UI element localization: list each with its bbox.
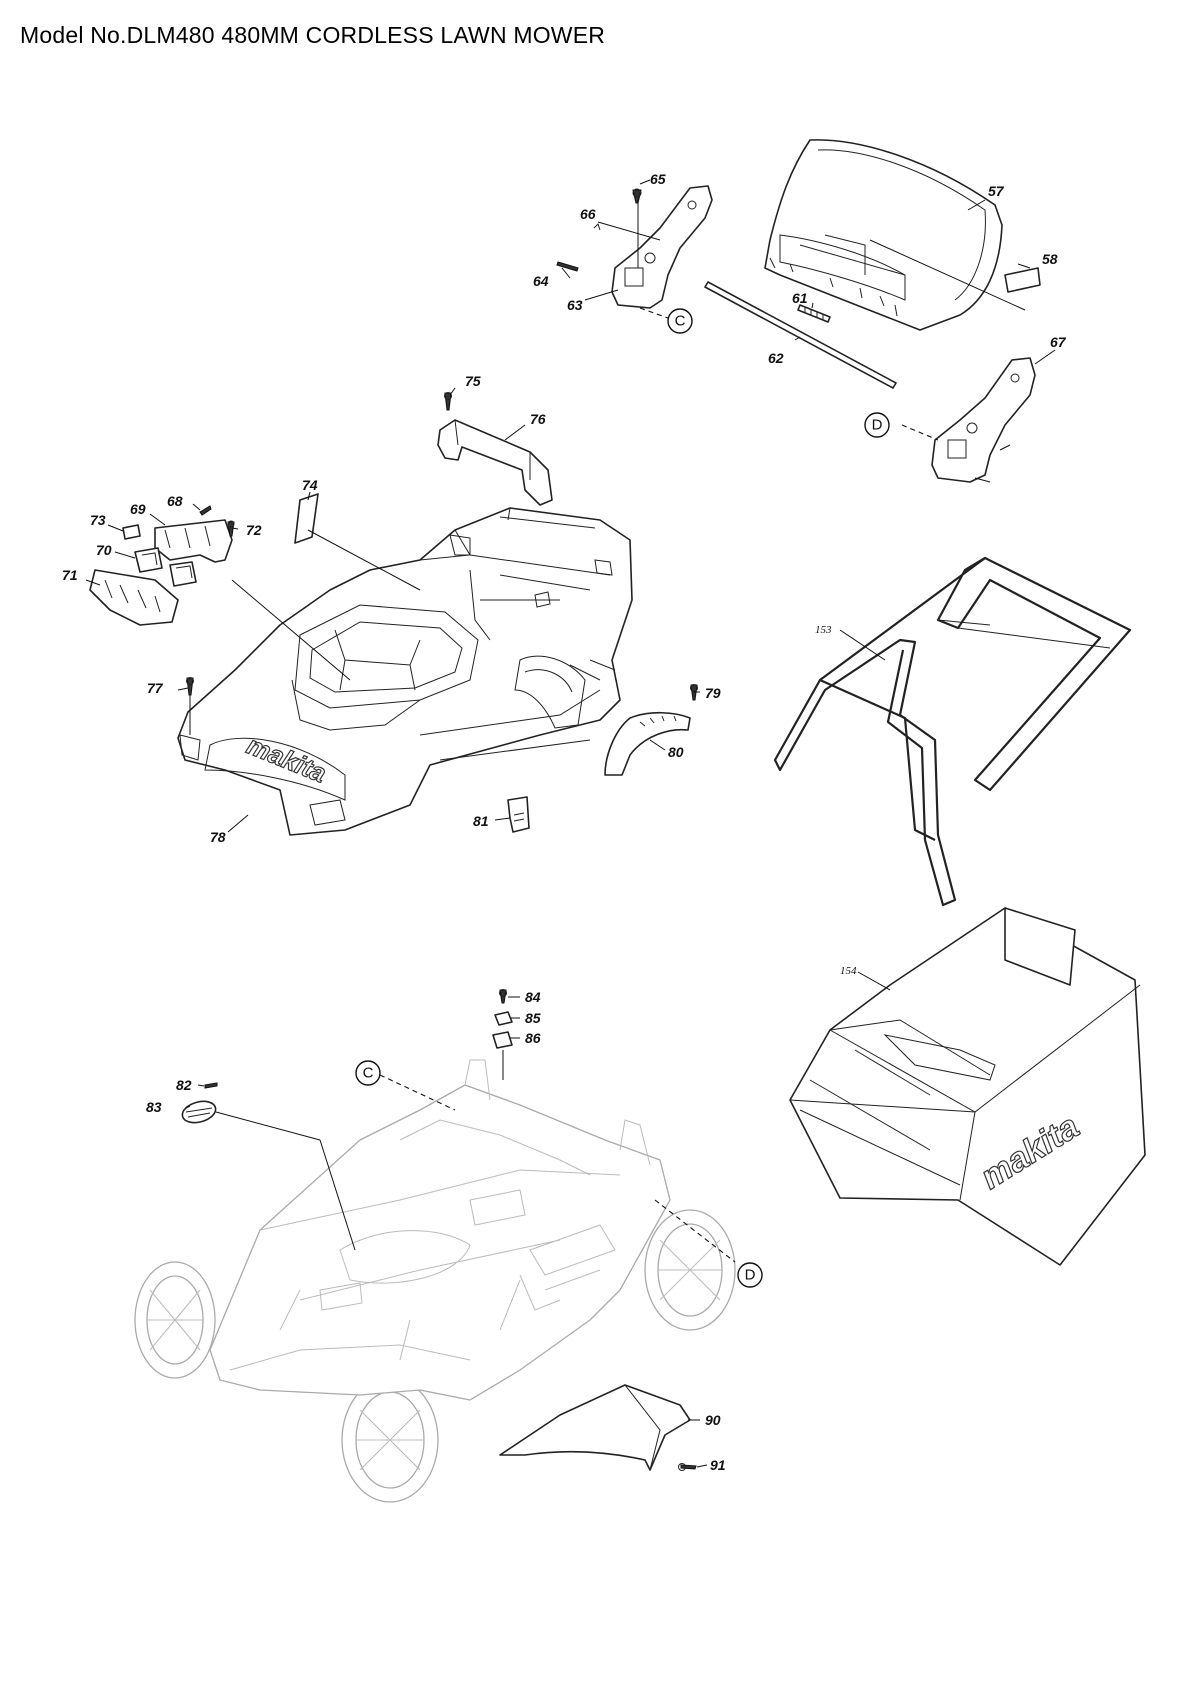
mower-deck-housing (134, 1059, 736, 1503)
label-86: 86 (525, 1030, 541, 1046)
part-73-cap (122, 524, 141, 540)
part-76-handle (437, 419, 553, 506)
part-63-left-bracket (611, 185, 713, 309)
label-61: 61 (792, 290, 808, 306)
part-62-shaft (704, 281, 897, 389)
label-75: 75 (465, 373, 481, 389)
svg-text:D: D (745, 1267, 756, 1284)
label-77: 77 (147, 680, 164, 696)
label-66: 66 (580, 206, 596, 222)
label-153: 153 (815, 624, 832, 636)
part-84-screw (499, 989, 507, 1004)
label-69: 69 (130, 501, 146, 517)
label-65: 65 (650, 171, 666, 187)
label-83: 83 (146, 1099, 162, 1115)
label-71: 71 (62, 567, 78, 583)
label-78: 78 (210, 829, 226, 845)
part-69-switch-case (154, 519, 233, 563)
label-82: 82 (176, 1077, 192, 1093)
part-68-screw (199, 505, 212, 516)
label-73: 73 (90, 512, 106, 528)
label-62: 62 (768, 350, 784, 366)
label-79: 79 (705, 685, 721, 701)
part-72-screw (227, 520, 235, 537)
svg-text:C: C (363, 1065, 374, 1082)
part-58-label (1004, 267, 1041, 293)
label-58: 58 (1042, 251, 1058, 267)
part-82-screw (204, 1082, 218, 1089)
svg-text:C: C (675, 313, 686, 330)
label-70: 70 (96, 542, 112, 558)
label-80: 80 (668, 744, 684, 760)
part-91-screw (678, 1463, 697, 1471)
part-81-clip (507, 796, 530, 833)
label-76: 76 (530, 411, 546, 427)
label-57: 57 (988, 183, 1005, 199)
part-153-grass-box-frame (773, 556, 1132, 907)
ref-marker-d-top: D (864, 412, 890, 438)
part-61-spring (797, 304, 831, 323)
part-83-cap (181, 1100, 217, 1124)
part-90-side-deflector (499, 1384, 691, 1471)
ref-marker-c-top: C (667, 308, 693, 334)
part-70-switch-b (169, 561, 197, 587)
part-57-rear-flap (764, 139, 1003, 331)
label-74: 74 (302, 477, 318, 493)
svg-text:D: D (872, 417, 883, 434)
part-77-screw (186, 677, 194, 696)
part-78-body-cover: makita (177, 507, 633, 836)
ref-marker-c-bottom: C (355, 1060, 381, 1086)
label-91: 91 (710, 1457, 726, 1473)
part-74-label (294, 493, 319, 544)
part-154-grass-bag: makita (789, 907, 1146, 1266)
label-68: 68 (167, 493, 183, 509)
part-67-right-bracket (931, 357, 1036, 483)
page-title: Model No.DLM480 480MM CORDLESS LAWN MOWE… (20, 22, 606, 48)
part-85-nut (494, 1011, 513, 1026)
ref-marker-d-bottom: D (737, 1262, 763, 1288)
part-86-nut (492, 1031, 513, 1049)
part-75-screw (444, 392, 452, 411)
label-63: 63 (567, 297, 583, 313)
label-72: 72 (246, 522, 262, 538)
label-154: 154 (840, 965, 857, 977)
label-90: 90 (705, 1412, 721, 1428)
label-81: 81 (473, 813, 489, 829)
part-70-switch (134, 547, 163, 573)
part-80-side-cover (604, 711, 691, 776)
label-84: 84 (525, 989, 541, 1005)
part-65-screw (632, 188, 642, 204)
label-64: 64 (533, 273, 549, 289)
label-85: 85 (525, 1010, 541, 1026)
part-64-screw (556, 261, 579, 272)
part-66-pin (593, 223, 601, 231)
part-71-switch-base (89, 569, 179, 626)
label-67: 67 (1050, 334, 1067, 350)
